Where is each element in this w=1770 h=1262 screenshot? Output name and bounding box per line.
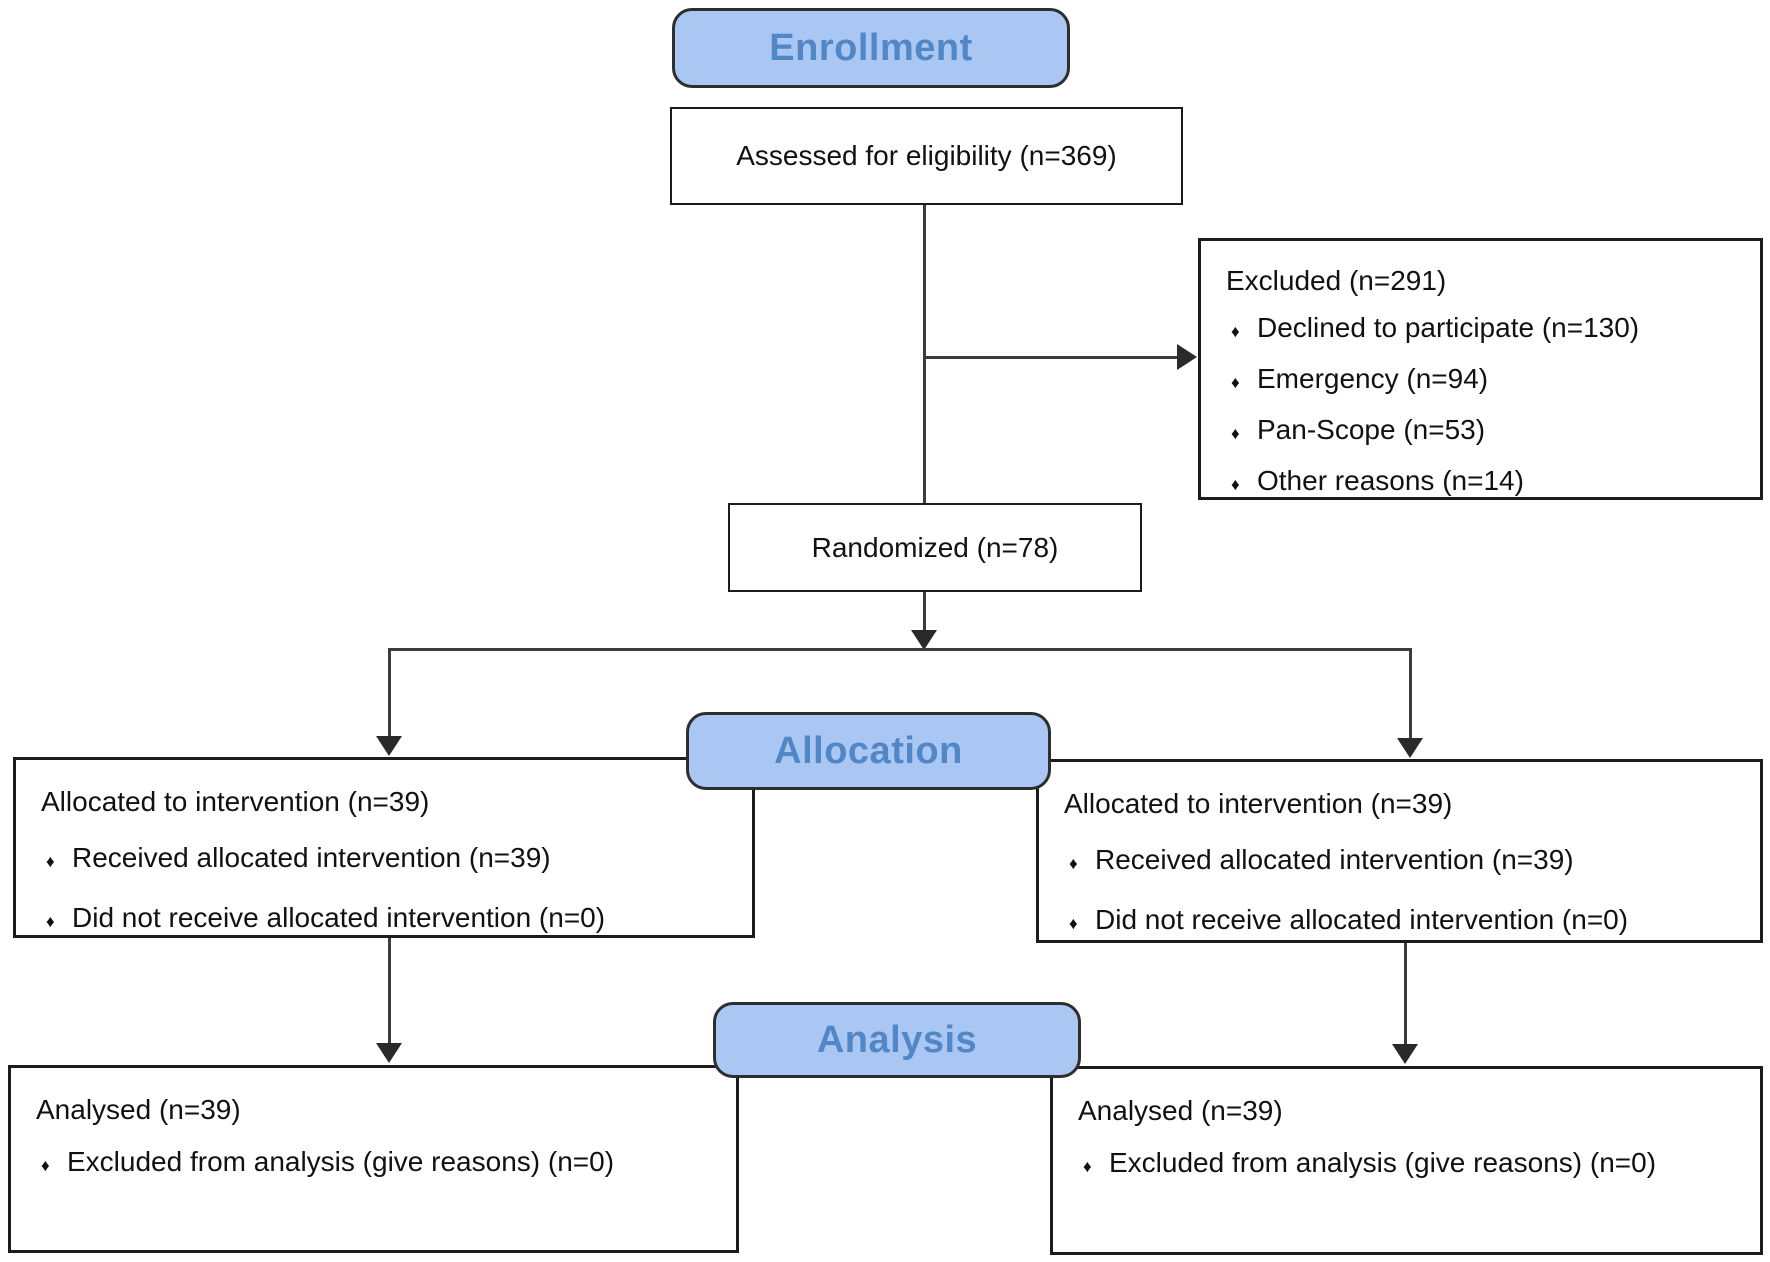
- diamond-bullet-icon: ♦: [1231, 424, 1240, 443]
- excluded-item-text: Emergency (n=94): [1257, 363, 1489, 394]
- allocation-right-item-text: Received allocated intervention (n=39): [1095, 844, 1574, 875]
- arrowhead-right-icon: [1177, 344, 1197, 370]
- excluded-item: ♦ Other reasons (n=14): [1226, 457, 1752, 508]
- connector-branch-to-allocation-left: [388, 648, 391, 738]
- connector-assessed-to-randomized: [923, 205, 926, 503]
- diamond-bullet-icon: ♦: [1231, 373, 1240, 392]
- analysis-right-item: ♦ Excluded from analysis (give reasons) (…: [1078, 1137, 1752, 1193]
- allocation-right-title: Allocated to intervention (n=39): [1064, 788, 1453, 819]
- connector-randomized-to-branch: [923, 592, 926, 634]
- excluded-item: ♦ Declined to participate (n=130): [1226, 304, 1752, 355]
- connector-allocation-to-analysis-left: [388, 937, 391, 1043]
- diamond-bullet-icon: ♦: [1231, 475, 1240, 494]
- allocation-right-item: ♦ Did not receive allocated intervention …: [1064, 892, 1752, 952]
- connector-to-excluded: [923, 356, 1179, 359]
- analysis-right-item-text: Excluded from analysis (give reasons) (n…: [1109, 1147, 1657, 1178]
- stage-label: Analysis: [816, 1018, 978, 1061]
- excluded-item-text: Other reasons (n=14): [1257, 465, 1524, 496]
- allocation-left-item-text: Did not receive allocated intervention (…: [72, 902, 606, 933]
- connector-branch-to-allocation-right: [1409, 648, 1412, 740]
- excluded-item: ♦ Emergency (n=94): [1226, 355, 1752, 406]
- stage-analysis: Analysis: [713, 1002, 1081, 1078]
- stage-allocation: Allocation: [686, 712, 1051, 790]
- analysis-right-box: Analysed (n=39) ♦ Excluded from analysis …: [1050, 1066, 1763, 1255]
- assessed-text: Assessed for eligibility (n=369): [736, 140, 1117, 171]
- assessed-box: Assessed for eligibility (n=369): [670, 107, 1183, 205]
- arrowhead-down-icon: [911, 630, 937, 650]
- randomized-text: Randomized (n=78): [811, 531, 1059, 563]
- diamond-bullet-icon: ♦: [1231, 322, 1240, 341]
- analysis-right-title: Analysed (n=39): [1078, 1095, 1283, 1126]
- stage-label: Enrollment: [769, 26, 973, 69]
- allocation-right-item: ♦ Received allocated intervention (n=39): [1064, 832, 1752, 892]
- diamond-bullet-icon: ♦: [1069, 914, 1078, 933]
- analysis-left-box: Analysed (n=39) ♦ Excluded from analysis …: [8, 1065, 739, 1253]
- allocation-left-box: Allocated to intervention (n=39) ♦ Receiv…: [13, 757, 755, 938]
- arrowhead-down-icon: [376, 736, 402, 756]
- allocation-left-item: ♦ Did not receive allocated intervention …: [41, 890, 744, 950]
- diamond-bullet-icon: ♦: [46, 912, 55, 931]
- allocation-right-item-text: Did not receive allocated intervention (…: [1095, 904, 1629, 935]
- analysis-left-title: Analysed (n=39): [36, 1094, 241, 1125]
- excluded-item-text: Pan-Scope (n=53): [1257, 414, 1486, 445]
- diamond-bullet-icon: ♦: [46, 852, 55, 871]
- allocation-left-title: Allocated to intervention (n=39): [41, 786, 430, 817]
- analysis-left-item-text: Excluded from analysis (give reasons) (n…: [67, 1146, 615, 1177]
- allocation-left-item: ♦ Received allocated intervention (n=39): [41, 830, 744, 890]
- analysis-left-item: ♦ Excluded from analysis (give reasons) (…: [36, 1136, 728, 1192]
- branch-line: [388, 648, 1412, 651]
- excluded-item-text: Declined to participate (n=130): [1257, 312, 1640, 343]
- arrowhead-down-icon: [1397, 738, 1423, 758]
- allocation-left-item-text: Received allocated intervention (n=39): [72, 842, 551, 873]
- diamond-bullet-icon: ♦: [41, 1156, 50, 1175]
- stage-enrollment: Enrollment: [672, 8, 1070, 88]
- stage-label: Allocation: [774, 729, 963, 772]
- arrowhead-down-icon: [376, 1043, 402, 1063]
- allocation-right-box: Allocated to intervention (n=39) ♦ Receiv…: [1036, 759, 1763, 943]
- diamond-bullet-icon: ♦: [1083, 1157, 1092, 1176]
- diamond-bullet-icon: ♦: [1069, 854, 1078, 873]
- arrowhead-down-icon: [1392, 1044, 1418, 1064]
- excluded-item: ♦ Pan-Scope (n=53): [1226, 406, 1752, 457]
- excluded-box: Excluded (n=291) ♦ Declined to participat…: [1198, 238, 1763, 500]
- excluded-title: Excluded (n=291): [1226, 265, 1447, 296]
- connector-allocation-to-analysis-right: [1404, 942, 1407, 1044]
- randomized-box: Randomized (n=78): [728, 503, 1142, 592]
